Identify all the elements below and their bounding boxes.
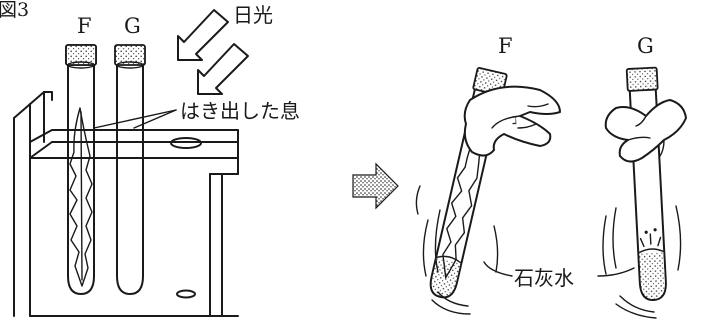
tube-f-label-right: F [498, 34, 513, 58]
limewater-label: 石灰水 [514, 266, 574, 290]
tube-g-label-right: G [637, 34, 654, 58]
tube-f-left [65, 44, 97, 295]
sunlight-arrow-upper [177, 9, 229, 61]
leaf-in-tube-f [69, 107, 93, 287]
test-tube-rack [13, 91, 239, 317]
limewater-leader-f [483, 261, 513, 277]
tube-g-label-left: G [124, 14, 141, 38]
tube-g-left [114, 44, 146, 295]
hand-holding-g [604, 99, 687, 163]
tube-f-label-left: F [77, 14, 92, 38]
shake-lines-f [415, 185, 499, 315]
transition-arrow [352, 162, 399, 210]
sunlight-arrow-lower [197, 43, 249, 95]
exhaled-breath-label: はき出した息 [180, 99, 300, 123]
figure-number: 図3 [0, 0, 29, 21]
tube-g-shaken [625, 66, 667, 301]
nail-mark-f: ℷ [512, 114, 517, 127]
sunlight-label: 日光 [233, 3, 273, 27]
shake-lines-g [602, 205, 682, 319]
limewater-leader-g [597, 267, 635, 277]
hand-holding-f: ℷ [463, 85, 561, 157]
exhaled-breath-leader-g [133, 109, 177, 129]
exhaled-breath-leader-f [93, 109, 177, 129]
